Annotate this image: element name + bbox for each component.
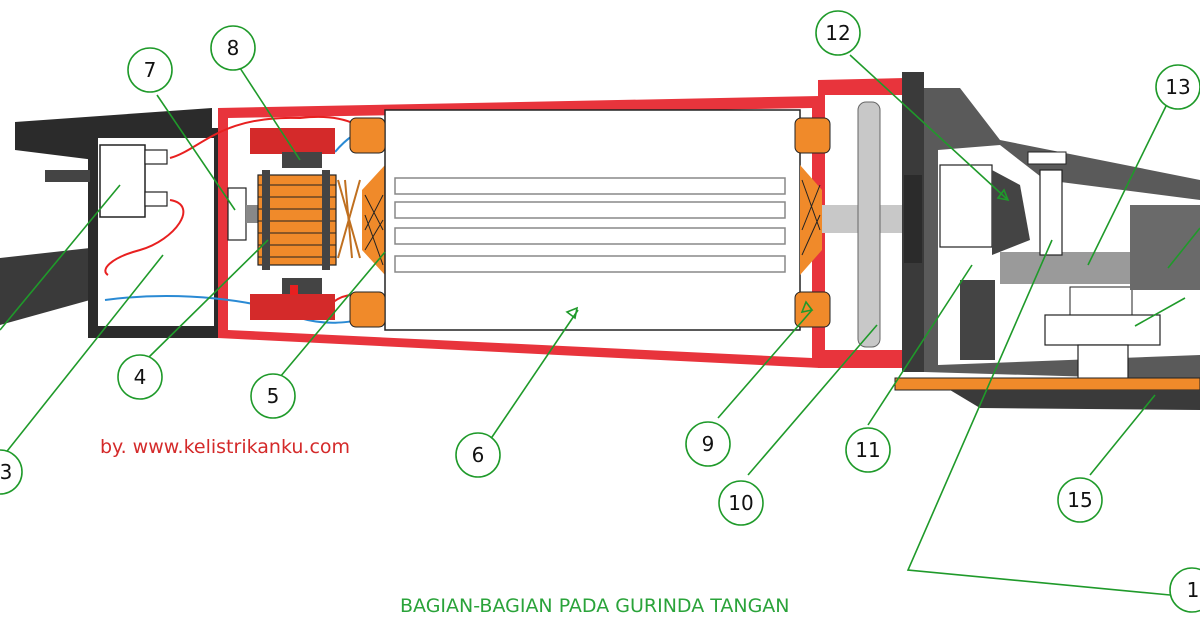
callout-10: 10 <box>718 480 764 526</box>
credit-text: by. www.kelistrikanku.com <box>100 436 351 458</box>
callout-10-label: 10 <box>728 491 753 515</box>
callout-15-label: 15 <box>1067 488 1092 512</box>
callout-11-label: 11 <box>855 438 880 462</box>
callout-3-label: 3 <box>0 460 12 484</box>
callout-8: 8 <box>210 25 256 71</box>
callout-5-label: 5 <box>267 384 280 408</box>
power-switch <box>99 144 168 218</box>
leader-lines <box>0 54 1200 596</box>
callout-12-label: 12 <box>825 21 850 45</box>
callout-4: 4 <box>117 354 163 400</box>
brush-holders <box>250 128 335 320</box>
callout-9-label: 9 <box>702 432 715 456</box>
callout-4-label: 4 <box>134 365 147 389</box>
callout-7: 7 <box>127 47 173 93</box>
callout-5: 5 <box>250 373 296 419</box>
callout-14: 1 <box>1169 567 1200 613</box>
commutator <box>227 170 361 270</box>
diagram-caption: BAGIAN-BAGIAN PADA GURINDA TANGAN <box>400 595 790 617</box>
callout-13: 13 <box>1155 64 1200 110</box>
callout-6: 6 <box>455 432 501 478</box>
callout-13-label: 13 <box>1165 75 1190 99</box>
callout-11: 11 <box>845 427 891 473</box>
callout-9: 9 <box>685 421 731 467</box>
callout-14-label: 1 <box>1187 578 1200 602</box>
callout-3: 3 <box>0 449 23 495</box>
callout-15: 15 <box>1057 477 1103 523</box>
callout-12: 12 <box>815 10 861 56</box>
rotor-core <box>384 109 801 331</box>
wheel-guard <box>894 377 1200 410</box>
callout-6-label: 6 <box>472 443 485 467</box>
gear-head-housing <box>924 88 1200 381</box>
armature-winding-left <box>362 165 385 275</box>
rear-handle-housing <box>0 108 224 338</box>
callout-7-label: 7 <box>144 58 157 82</box>
callout-8-label: 8 <box>227 36 240 60</box>
